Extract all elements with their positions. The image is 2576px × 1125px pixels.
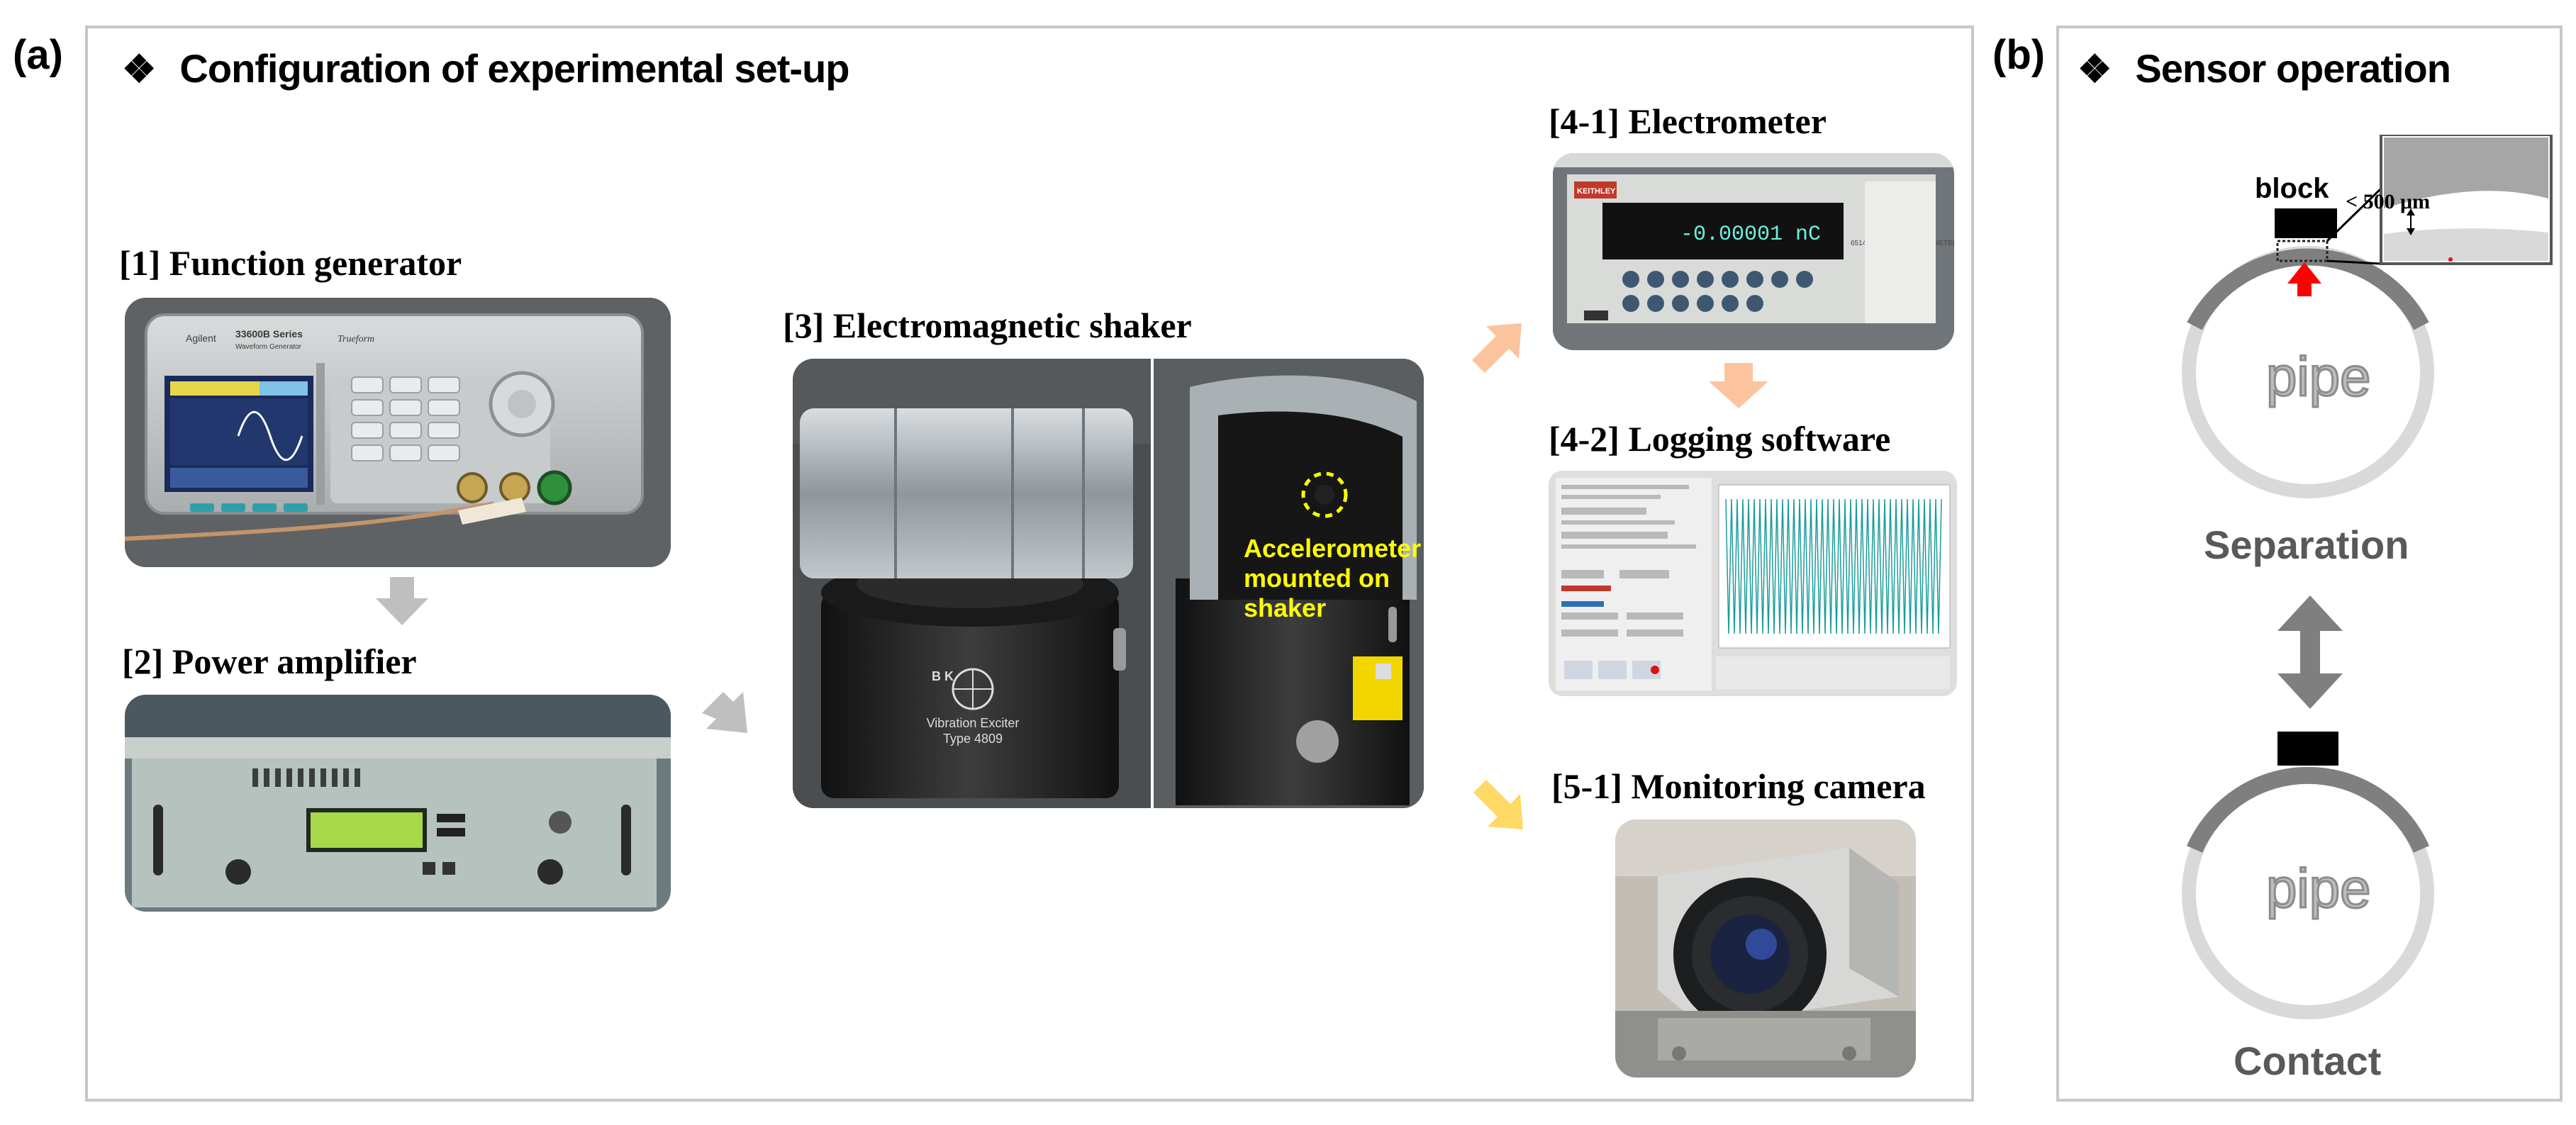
fg-brand-label: Agilent [186, 332, 216, 344]
state-contact: Contact [2234, 1039, 2382, 1083]
function-generator-photo: Agilent 33600B Series Waveform Generator… [125, 298, 671, 567]
up-right-arrow-icon [1472, 323, 1522, 373]
caption-electrometer: [4-1] Electrometer [1549, 101, 1827, 141]
electrometer-illustration: -0.00001 nC KEITHLEY 6514 SYSTEM ELECTRO… [1553, 153, 1954, 350]
caption-power-amplifier: [2] Power amplifier [122, 642, 417, 681]
electrometer-photo: -0.00001 nC KEITHLEY 6514 SYSTEM ELECTRO… [1553, 153, 1954, 350]
panel-b-label: (b) [1992, 32, 2046, 78]
caption-monitoring-camera: [5-1] Monitoring camera [1551, 766, 1926, 806]
down-arrow-icon [376, 577, 428, 625]
shaker-brand-label: B K [932, 669, 954, 683]
sensor-arc [2187, 766, 2429, 853]
accelerometer-note-line1: Accelerometer [1244, 534, 1421, 563]
function-generator-illustration: Agilent 33600B Series Waveform Generator… [125, 298, 671, 567]
fg-sub-label: Waveform Generator [235, 343, 302, 351]
logging-software-photo [1549, 471, 1957, 696]
diamond-bullet-icon: ❖ [122, 48, 156, 91]
pipe-label-bottom: pipe [2265, 856, 2371, 921]
logging-software-illustration [1549, 471, 1957, 696]
panel-b-title: ❖ Sensor operation [2078, 45, 2451, 91]
power-amplifier-illustration [125, 695, 671, 912]
monitoring-camera-illustration [1615, 819, 1916, 1078]
pipe-label-top: pipe [2265, 345, 2371, 409]
zoom-region [2276, 240, 2329, 262]
red-arrow-icon [2287, 262, 2321, 296]
fg-model-label: 33600B Series [235, 328, 303, 340]
monitoring-camera-photo [1615, 819, 1916, 1078]
power-amplifier-photo [125, 695, 671, 912]
down-right-arrow-icon [1473, 780, 1523, 829]
gap-label: < 500 μm [2346, 190, 2431, 213]
panel-a-title-text: Configuration of experimental set-up [179, 46, 849, 91]
down-arrow-icon [1709, 363, 1768, 408]
accelerometer-note-line3: shaker [1244, 593, 1326, 622]
electrometer-readout: -0.00001 nC [1680, 223, 1821, 247]
block-label: block [2255, 173, 2329, 204]
caption-logging-software: [4-2] Logging software [1549, 419, 1891, 459]
sensor-arc [2187, 248, 2429, 330]
right-arrow-icon [702, 692, 747, 733]
diamond-bullet-icon: ❖ [2078, 48, 2112, 91]
block [2275, 208, 2337, 238]
panel-a-title: ❖ Configuration of experimental set-up [122, 45, 849, 91]
separation-diagram [2182, 135, 2553, 498]
shaker-illustration: B K Vibration Exciter Type 4809 Accelero… [793, 359, 1424, 808]
shaker-photo: B K Vibration Exciter Type 4809 Accelero… [793, 359, 1424, 808]
fg-sub2-label: Trueform [338, 334, 374, 345]
panel-a-label: (a) [13, 32, 63, 78]
caption-electromagnetic-shaker: [3] Electromagnetic shaker [783, 306, 1192, 345]
caption-function-generator: [1] Function generator [119, 243, 462, 283]
state-separation: Separation [2204, 522, 2409, 567]
panel-b-title-text: Sensor operation [2135, 46, 2451, 91]
block [2277, 732, 2338, 766]
accelerometer-note-line2: mounted on [1244, 564, 1390, 593]
shaker-text1-label: Vibration Exciter [927, 716, 1020, 730]
electrometer-brand-label: KEITHLEY [1577, 187, 1616, 196]
shaker-text2-label: Type 4809 [943, 732, 1003, 746]
double-arrow-icon [2277, 595, 2343, 709]
contact-diagram [2182, 732, 2434, 1019]
